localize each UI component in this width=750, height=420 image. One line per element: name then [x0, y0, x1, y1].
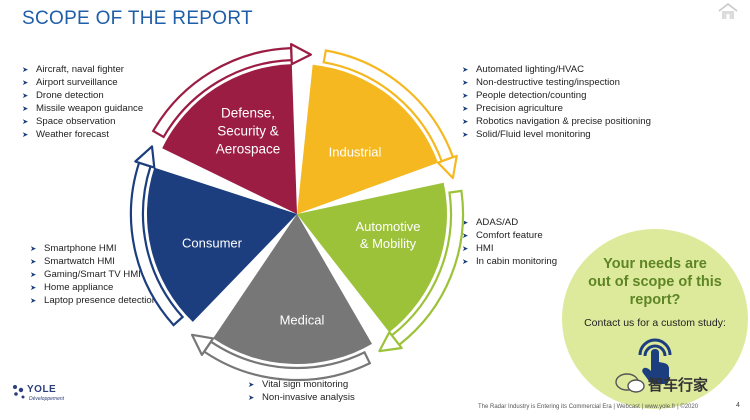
list-item: Missile weapon guidance — [22, 102, 143, 115]
custom-study-callout: Your needs are out of scope of this repo… — [562, 229, 748, 409]
segment-medical-wedge — [213, 214, 372, 365]
watermark-text: 智车行家 — [648, 377, 709, 394]
segment-consumer-label: Consumer — [182, 236, 243, 251]
segment-consumer-arrow-head — [134, 145, 156, 169]
page-number: 4 — [736, 402, 740, 409]
yole-logo — [10, 376, 72, 416]
segment-industrial-wedge — [297, 64, 438, 214]
segment-defense-arrow-head — [290, 43, 312, 66]
consumer-applications-list: Smartphone HMI Smartwatch HMI Gaming/Sma… — [30, 242, 157, 308]
segment-medical-arrow-head — [190, 333, 215, 356]
segment-consumer-wedge — [146, 167, 297, 322]
list-item: Comfort feature — [462, 229, 557, 242]
industrial-applications-list: Automated lighting/HVAC Non-destructive … — [462, 63, 651, 142]
list-item: People detection/counting — [462, 89, 651, 102]
list-item: Home appliance — [30, 281, 157, 294]
list-item: HMI — [462, 242, 557, 255]
callout-headline-line: report? — [629, 292, 681, 308]
logo-subtitle: Développement — [29, 396, 65, 402]
defense-applications-list: Aircraft, naval fighter Airport surveill… — [22, 63, 143, 142]
segment-automotive: Automotive & Mobility — [297, 182, 465, 353]
slide-title: SCOPE OF THE REPORT — [22, 8, 253, 29]
list-item: Airport surveillance — [22, 76, 143, 89]
home-icon[interactable] — [717, 2, 739, 20]
list-item: Robotics navigation & precise positionin… — [462, 115, 651, 128]
segment-automotive-wedge — [297, 182, 447, 333]
list-item: Solid/Fluid level monitoring — [462, 128, 651, 141]
segment-industrial-label: Industrial — [329, 145, 382, 160]
touch-hand-icon[interactable] — [628, 333, 682, 387]
list-item: Vital sign monitoring — [248, 378, 355, 391]
list-item: Automated lighting/HVAC — [462, 63, 651, 76]
segment-defense-label: Aerospace — [216, 142, 281, 157]
segment-medical-label: Medical — [280, 313, 325, 328]
callout-contact-text: Contact us for a custom study: — [584, 317, 726, 329]
segment-defense-label: Security & — [217, 124, 279, 139]
segment-defense-wedge — [162, 64, 297, 214]
list-item: In cabin monitoring — [462, 255, 557, 268]
logo-name: YOLE — [27, 384, 57, 395]
segment-defense: Defense, Security & Aerospace — [151, 43, 312, 214]
segment-industrial-arrow-head — [436, 154, 458, 180]
callout-headline: Your needs are out of scope of this repo… — [562, 255, 748, 309]
list-item: Smartwatch HMI — [30, 255, 157, 268]
segment-medical: Medical — [190, 214, 372, 382]
wechat-icon — [615, 373, 645, 393]
callout-headline-line: out of scope of this — [588, 274, 722, 290]
list-item: Precision agriculture — [462, 102, 651, 115]
medical-applications-list: Vital sign monitoring Non-invasive analy… — [248, 378, 355, 404]
list-item: Drone detection — [22, 89, 143, 102]
list-item: ADAS/AD — [462, 216, 557, 229]
list-item: Weather forecast — [22, 128, 143, 141]
list-item: Aircraft, naval fighter — [22, 63, 143, 76]
callout-headline-line: Your needs are — [603, 256, 707, 272]
segment-automotive-label: & Mobility — [360, 236, 417, 251]
segment-consumer: Consumer — [129, 145, 297, 327]
list-item: Smartphone HMI — [30, 242, 157, 255]
segment-industrial: Industrial — [297, 49, 458, 214]
segment-automotive-label: Automotive — [355, 219, 420, 234]
list-item: Space observation — [22, 115, 143, 128]
segment-automotive-arrow-head — [378, 331, 403, 353]
segment-defense-label: Defense, — [221, 106, 275, 121]
list-item: Gaming/Smart TV HMI — [30, 268, 157, 281]
list-item: Non-destructive testing/inspection — [462, 76, 651, 89]
footer-text: The Radar Industry is Entering its Comme… — [478, 404, 699, 410]
list-item: Non-invasive analysis — [248, 391, 355, 404]
yole-logo-mark-icon — [13, 385, 25, 399]
automotive-applications-list: ADAS/AD Comfort feature HMI In cabin mon… — [462, 216, 557, 268]
list-item: Laptop presence detection — [30, 294, 157, 307]
